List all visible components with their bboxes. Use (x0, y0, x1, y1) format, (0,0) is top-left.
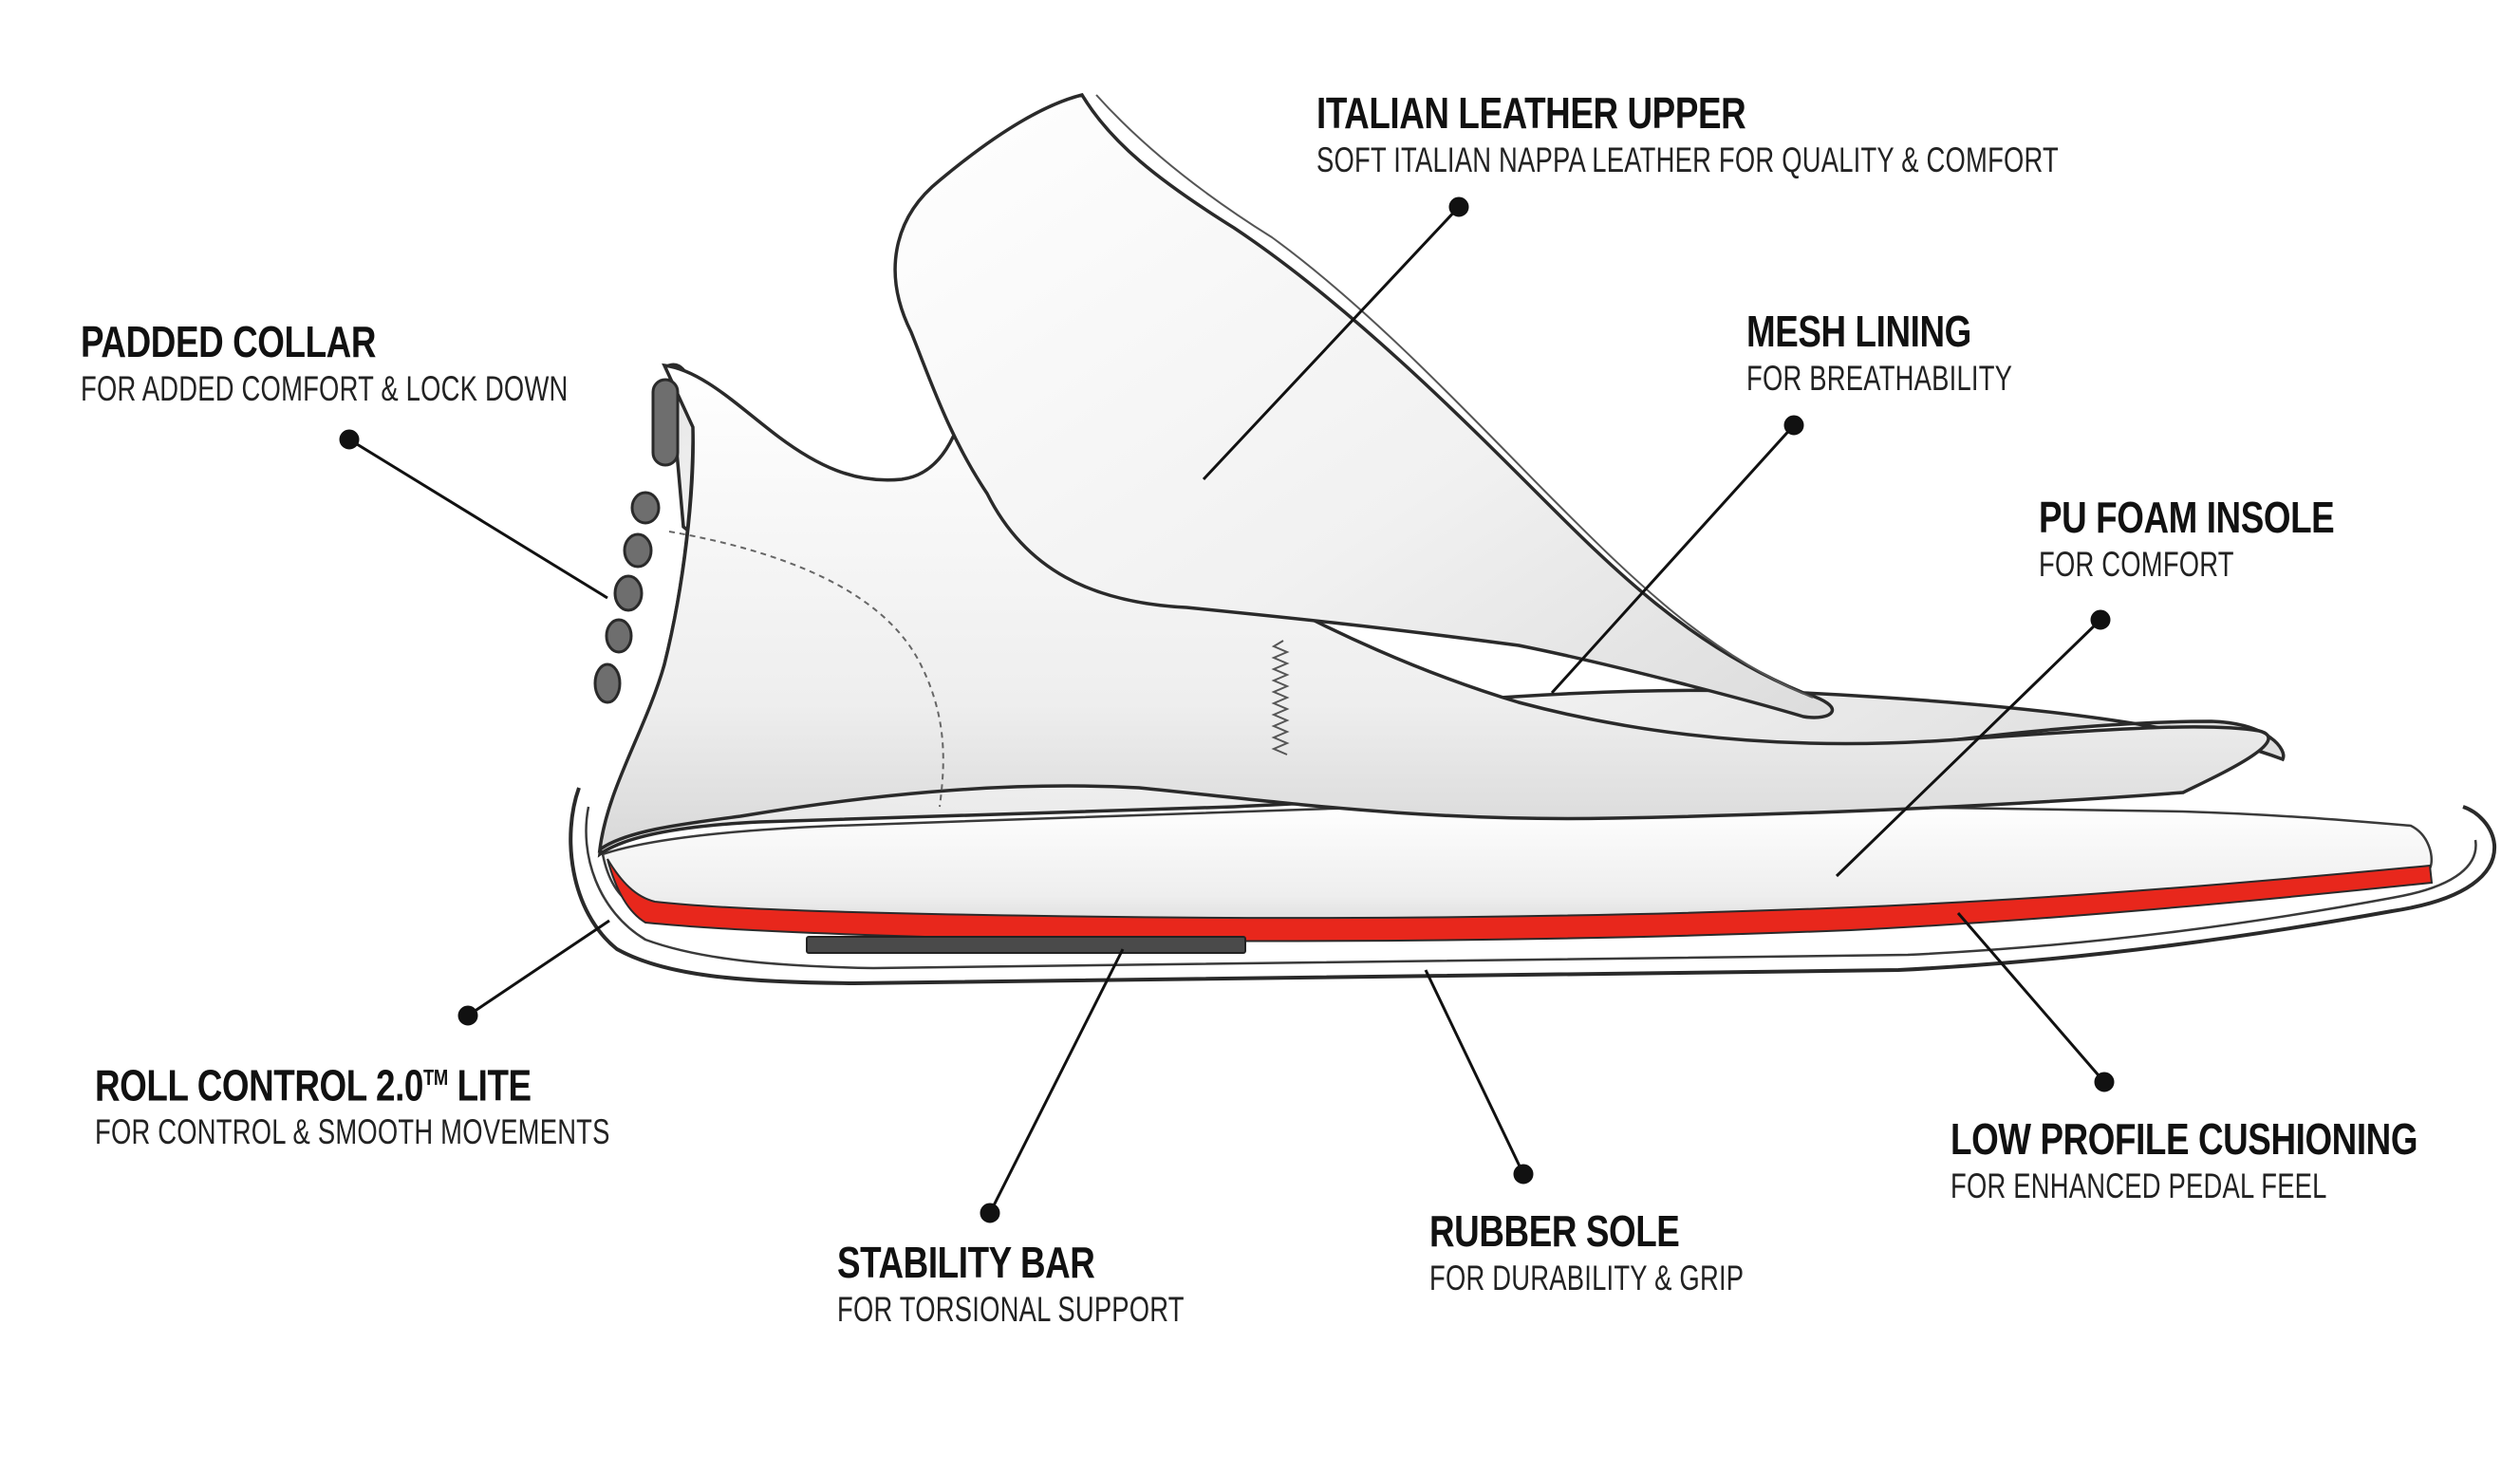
callout-subtitle: FOR DURABILITY & GRIP (1429, 1259, 1745, 1297)
callout-stability-bar: STABILITY BAR FOR TORSIONAL SUPPORT (837, 1237, 1306, 1332)
leader-collar-dot (339, 429, 360, 450)
leader-stability-dot (980, 1203, 1000, 1223)
callout-title: STABILITY BAR (837, 1238, 1095, 1287)
callout-subtitle: SOFT ITALIAN NAPPA LEATHER FOR QUALITY &… (1316, 140, 2060, 179)
leader-mesh (1550, 423, 1796, 695)
leader-insole-dot (2090, 609, 2111, 630)
callout-subtitle: FOR CONTROL & SMOOTH MOVEMENTS (95, 1112, 610, 1152)
upper-edge-line (1095, 94, 1814, 699)
italian-leather-upper-shape (893, 92, 1835, 719)
callout-title: RUBBER SOLE (1429, 1206, 1680, 1256)
leader-upper-dot (1448, 196, 1469, 217)
callout-subtitle: FOR ADDED COMFORT & LOCK DOWN (81, 369, 569, 408)
leader-roll (467, 919, 610, 1017)
callout-title: PADDED COLLAR (81, 317, 376, 366)
mesh-lining-seam (1271, 640, 1290, 756)
callout-title: ITALIAN LEATHER UPPER (1316, 88, 1746, 138)
callout-title: MESH LINING (1746, 307, 1971, 356)
callout-title: ROLL CONTROL 2.0TM LITE (95, 1052, 652, 1110)
callout-subtitle: FOR TORSIONAL SUPPORT (837, 1290, 1185, 1329)
callout-title-main: ROLL CONTROL 2.0 (95, 1060, 423, 1110)
callout-italian-leather-upper: ITALIAN LEATHER UPPER SOFT ITALIAN NAPPA… (1316, 87, 2320, 182)
callout-subtitle: FOR ENHANCED PEDAL FEEL (1951, 1166, 2327, 1205)
trademark-mark: TM (422, 1065, 448, 1090)
callout-subtitle: FOR COMFORT (2039, 545, 2234, 584)
callout-rubber-sole: RUBBER SOLE FOR DURABILITY & GRIP (1429, 1205, 1855, 1300)
callout-title: PU FOAM INSOLE (2039, 493, 2335, 542)
leader-sole (1424, 969, 1525, 1175)
stability-bar-shape (806, 936, 1246, 954)
leader-upper (1202, 205, 1461, 481)
leader-collar (348, 438, 608, 600)
leader-lines (339, 196, 2115, 1223)
padded-collar-bubbles (593, 378, 680, 704)
leader-sole-dot (1513, 1164, 1534, 1185)
leader-cushioning (1956, 912, 2106, 1083)
callout-low-profile-cushioning: LOW PROFILE CUSHIONING FOR ENHANCED PEDA… (1951, 1113, 2520, 1208)
callout-roll-control: ROLL CONTROL 2.0TM LITE FOR CONTROL & SM… (95, 1052, 791, 1154)
callout-title-suffix: LITE (447, 1060, 532, 1110)
rubber-sole-inner-line (585, 806, 2477, 970)
leader-stability (988, 948, 1125, 1214)
callout-pu-foam-insole: PU FOAM INSOLE FOR COMFORT (2039, 492, 2408, 587)
callout-title: LOW PROFILE CUSHIONING (1951, 1114, 2418, 1164)
callout-mesh-lining: MESH LINING FOR BREATHABILITY (1746, 306, 2106, 401)
callout-subtitle: FOR BREATHABILITY (1746, 359, 2013, 398)
leader-roll-dot (457, 1005, 478, 1026)
heel-stitching (668, 531, 944, 808)
leader-insole (1835, 618, 2102, 878)
callout-padded-collar: PADDED COLLAR FOR ADDED COMFORT & LOCK D… (81, 316, 739, 411)
leader-mesh-dot (1783, 415, 1804, 436)
leader-cushioning-dot (2094, 1072, 2115, 1092)
